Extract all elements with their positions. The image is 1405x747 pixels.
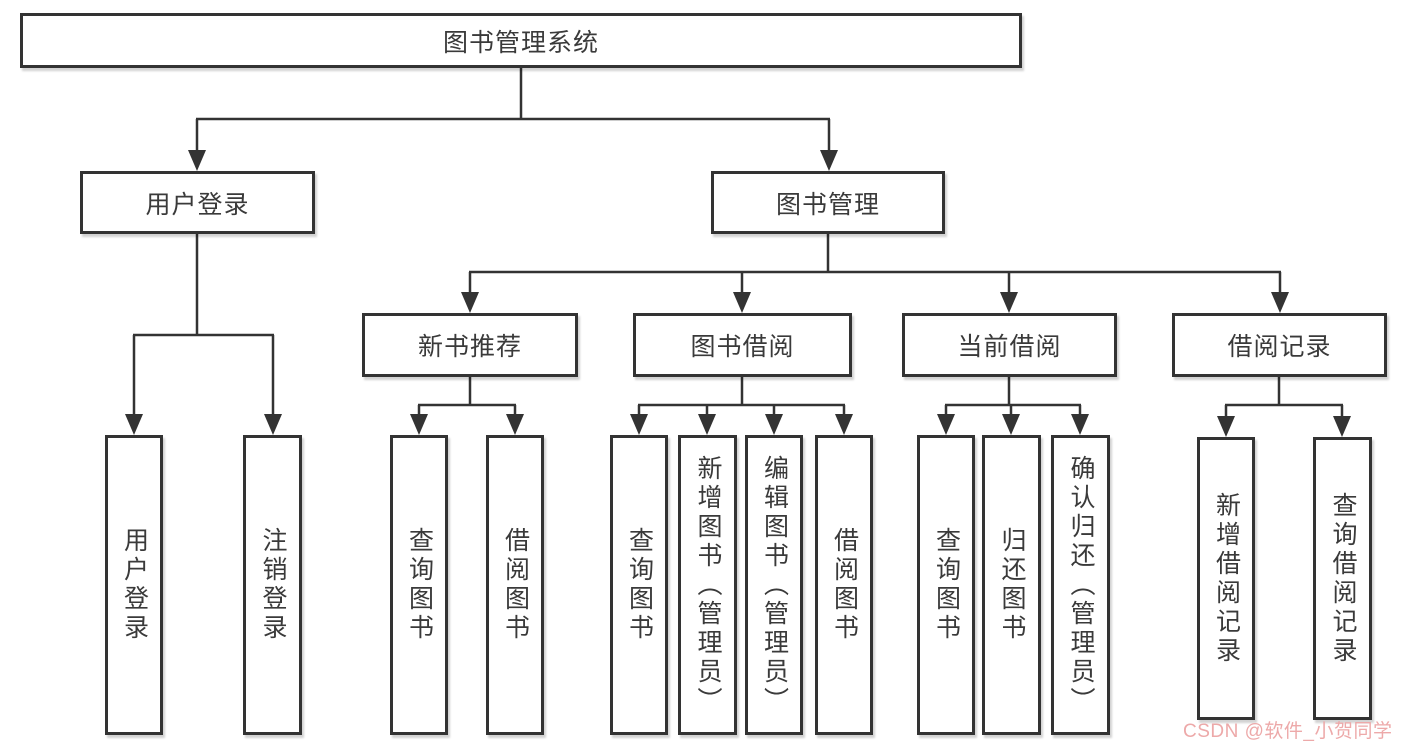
connector-userlogin-to-leaves: [132, 233, 275, 416]
node-book-borrowing: 图书借阅: [633, 313, 852, 377]
node-label: 编辑图书（管理员）: [760, 454, 789, 716]
node-leaf-add-borrow-record: 新增借阅记录: [1197, 437, 1255, 720]
node-label: 查询借阅记录: [1329, 491, 1357, 666]
node-label: 新书推荐: [417, 333, 522, 361]
node-label: 查询图书: [932, 527, 961, 643]
connector-root-to-level2: [195, 68, 831, 152]
connector-newbook-to-leaves: [417, 377, 517, 416]
node-book-management: 图书管理: [711, 171, 945, 234]
node-leaf-query-books: 查询图书: [917, 435, 975, 735]
node-current-borrowing: 当前借阅: [902, 313, 1117, 377]
node-label: 新增借阅记录: [1212, 491, 1241, 666]
node-library-management-system: 图书管理系统: [20, 13, 1022, 68]
node-leaf-user-login: 用户登录: [105, 435, 163, 735]
connector-records-to-leaves: [1224, 377, 1344, 418]
node-leaf-query-books: 查询图书: [390, 435, 448, 735]
node-leaf-confirm-return-admin: 确认归还（管理员）: [1051, 435, 1110, 735]
node-label: 当前借阅: [957, 333, 1062, 361]
node-label: 图书借阅: [690, 333, 795, 361]
node-leaf-borrow-books: 借阅图书: [486, 435, 544, 735]
node-leaf-return-books: 归还图书: [982, 435, 1041, 735]
node-label: 确认归还（管理员）: [1067, 454, 1095, 716]
connector-borrow-to-leaves: [637, 377, 846, 416]
arrowheads: [125, 150, 1351, 437]
node-leaf-add-books-admin: 新增图书（管理员）: [678, 435, 737, 735]
node-label: 图书管理系统: [442, 28, 599, 57]
node-label: 注销登录: [259, 527, 287, 643]
node-label: 借阅图书: [501, 527, 530, 643]
connector-bookmgmt-to-level3: [468, 234, 1282, 294]
node-leaf-edit-books-admin: 编辑图书（管理员）: [745, 435, 803, 735]
node-leaf-logout: 注销登录: [243, 435, 302, 735]
node-label: 图书管理: [775, 190, 880, 219]
node-label: 用户登录: [120, 527, 149, 643]
node-label: 用户登录: [145, 190, 250, 219]
node-label: 借阅记录: [1227, 333, 1332, 361]
node-leaf-query-borrow-record: 查询借阅记录: [1313, 437, 1372, 720]
node-label: 归还图书: [998, 527, 1026, 643]
node-user-login: 用户登录: [80, 171, 315, 234]
node-borrowing-records: 借阅记录: [1172, 313, 1387, 377]
node-label: 查询图书: [405, 527, 434, 643]
csdn-watermark: CSDN @软件_小贺同学: [1183, 721, 1393, 742]
node-label: 查询图书: [625, 527, 654, 643]
node-label: 借阅图书: [830, 527, 859, 643]
node-leaf-borrow-books: 借阅图书: [815, 435, 873, 735]
connector-current-to-leaves: [944, 377, 1082, 416]
node-leaf-query-books: 查询图书: [610, 435, 668, 735]
node-label: 新增图书（管理员）: [694, 454, 722, 716]
node-new-book-recommendation: 新书推荐: [362, 313, 578, 377]
